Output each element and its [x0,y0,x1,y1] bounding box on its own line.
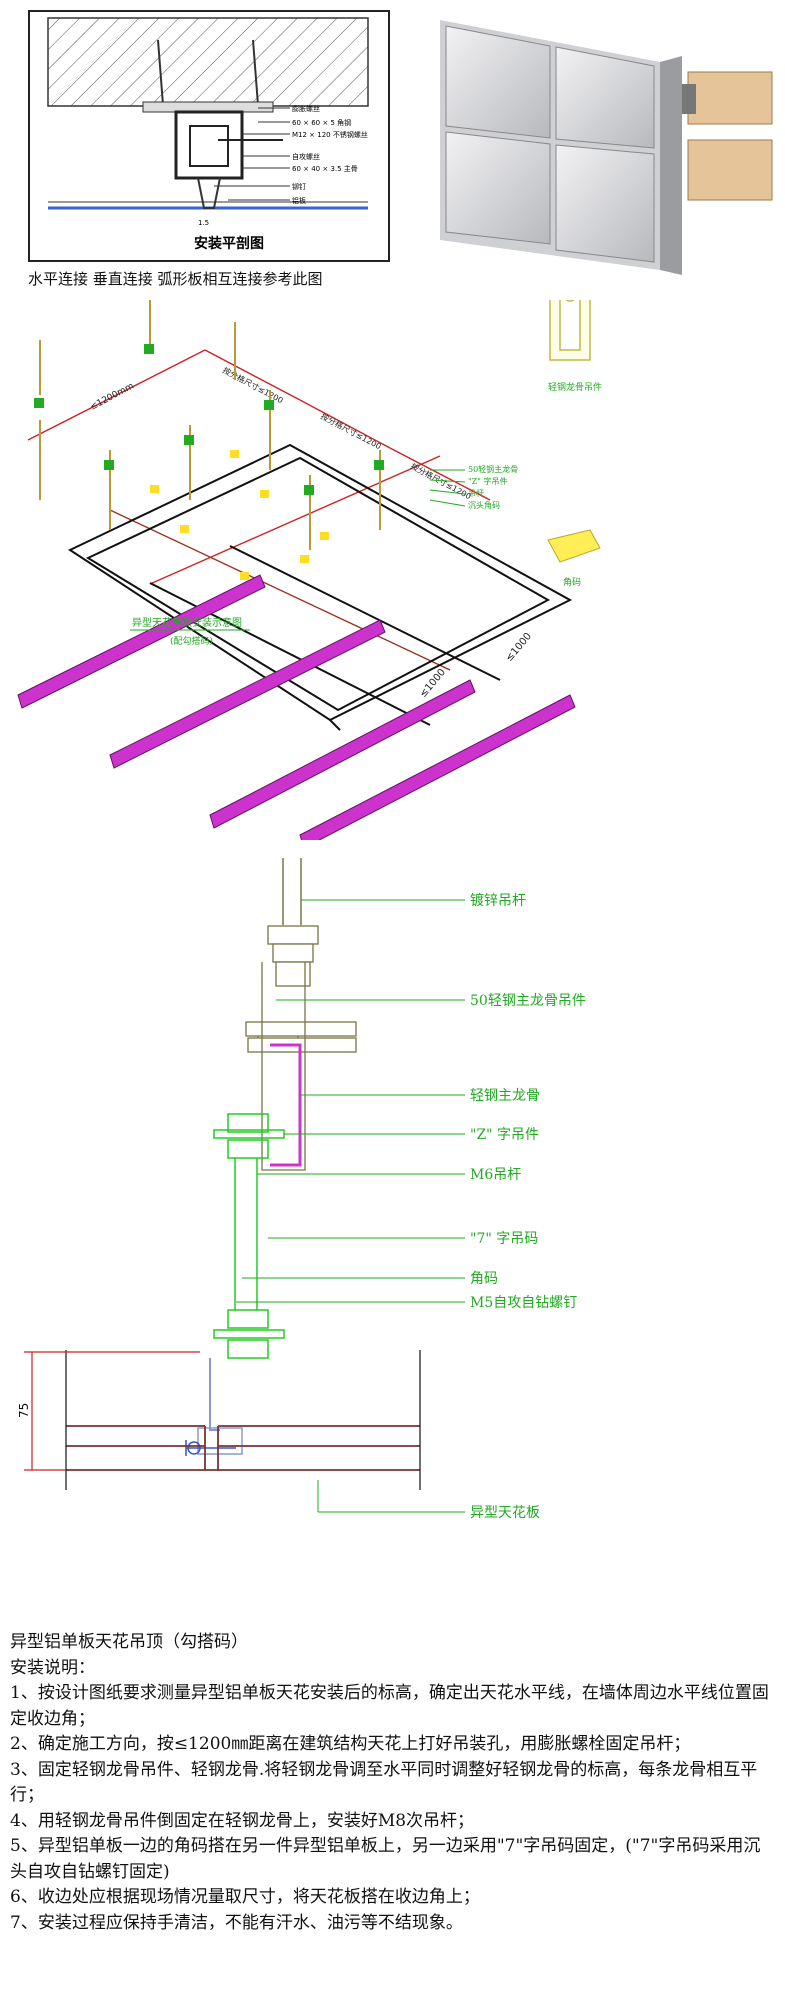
detail-svg: 75 镀锌吊杆 50轻钢主龙骨吊件 轻钢主龙骨 "Z" 字吊件 M6吊杆 "7"… [17,858,586,1521]
detail-screw [185,1440,236,1456]
iso-clips [34,344,384,580]
section-plan-svg: 膨胀螺丝 60 × 60 × 5 角钢 M12 × 120 不锈钢螺丝 自攻螺丝… [28,10,390,262]
detail-ceiling-panels [66,1425,420,1471]
detail-leaders [236,899,465,1513]
iso-dim-3: 按分格尺寸≤1200 [319,411,383,451]
iso-subtitle: (配勾搭码) [170,635,213,647]
detail-dimension [24,1351,200,1471]
instructions-block: 异型铝单板天花吊顶（勾搭码） 安装说明： 1、按设计图纸要求测量异型铝单板天花安… [10,1630,775,1936]
instruction-step-3: 3、固定轻钢龙骨吊件、轻钢龙骨.将轻钢龙骨调至水平同时调整好轻钢龙骨的标高，每条… [10,1759,758,1806]
plan-label-3: M12 × 120 不锈钢螺丝 [292,130,368,139]
plan-dim: 1.5 [198,219,209,227]
iso-dimension-lines [27,349,491,671]
iso-callout-3: 吊杆 [468,488,484,498]
iso-ceiling-panels [67,443,573,731]
isometric-ceiling-drawing: ≤1200mm 按分格尺寸≤1200 按分格尺寸≤1200 按分格尺寸≤1200… [0,239,785,849]
detail-main-hanger [245,925,357,1171]
instruction-step-2: 2、确定施工方向，按≤1200㎜距离在建筑结构天花上打好吊装孔，用膨胀螺栓固定吊… [10,1734,691,1754]
iso-dim-2: 按分格尺寸≤1200 [221,365,285,405]
plan-title: 安装平剖图 [194,235,264,252]
detail-label-corner-code: 角码 [470,1271,498,1287]
iso-main-runners [17,574,576,849]
legend-hanger-drawing [549,239,591,361]
panel-render-image [420,0,780,285]
iso-callout-4: 沉头角码 [468,500,500,510]
detail-wall-lines [65,1350,421,1490]
section-plan-drawing: 膨胀螺丝 60 × 60 × 5 角钢 M12 × 120 不锈钢螺丝 自攻螺丝… [28,10,390,262]
detail-corner-code [197,1427,243,1455]
detail-label-m6-rod: M6吊杆 [470,1167,521,1183]
iso-svg: ≤1200mm 按分格尺寸≤1200 按分格尺寸≤1200 按分格尺寸≤1200… [17,239,602,849]
instruction-step-5: 5、异型铝单板一边的角码搭在另一件异型铝单板上，另一边采用"7"字吊码固定，("… [10,1836,761,1882]
plan-label-7: 铝板 [292,196,306,205]
plan-label-4: 自攻螺丝 [292,152,320,161]
detail-dim-75: 75 [17,1403,31,1418]
iso-callout-leaders [429,469,466,507]
plan-label-2: 60 × 60 × 5 角钢 [292,118,351,127]
detail-label-galvanized-rod: 镀锌吊杆 [470,892,526,909]
detail-7-hanger [209,1358,220,1431]
instruction-step-6: 6、收边处应根据现场情况量取尺寸，将天花板搭在收边角上； [10,1887,480,1907]
detail-label-7-hanger: "7" 字吊码 [470,1231,538,1247]
iso-dim-1: ≤1200mm [89,381,136,412]
detail-label-main-runner: 轻钢主龙骨 [470,1088,540,1104]
detail-main-runner [270,1043,302,1167]
detail-z-hanger [213,1113,285,1359]
instructions-heading: 异型铝单板天花吊顶（勾搭码） [10,1632,248,1652]
detail-section-drawing: 75 镀锌吊杆 50轻钢主龙骨吊件 轻钢主龙骨 "Z" 字吊件 M6吊杆 "7"… [0,840,785,1600]
detail-galvanized-rod [282,858,302,925]
iso-callout-1: 50轻钢主龙骨 [468,464,518,474]
legend-corner-label: 角码 [563,576,581,588]
instruction-step-4: 4、用轻钢龙骨吊件倒固定在轻钢龙骨上，安装好M8次吊杆； [10,1810,475,1831]
iso-title: 异型天花吊顶安装示意图 [132,616,242,629]
instruction-step-1: 1、按设计图纸要求测量异型铝单板天花安装后的标高，确定出天花水平线，在墙体周边水… [10,1683,769,1729]
top-caption: 水平连接 垂直连接 弧形板相互连接参考此图 [28,270,323,288]
detail-label-z-hanger: "Z" 字吊件 [470,1127,539,1143]
detail-label-main-hanger: 50轻钢主龙骨吊件 [470,993,586,1009]
detail-label-screw: M5自攻自钻螺钉 [470,1295,577,1311]
legend-hanger-label: 轻钢龙骨吊件 [548,381,602,393]
detail-label-ceiling-panel: 异型天花板 [470,1505,540,1521]
iso-dim-6: ≤1000 [504,631,534,664]
plan-label-5: 60 × 40 × 3.5 主骨 [292,164,358,173]
panel-render-svg [440,20,773,275]
plan-label-6: 铆钉 [292,182,306,191]
legend-corner-drawing [547,529,601,563]
iso-callout-2: "Z" 字吊件 [468,476,507,486]
plan-label-1: 膨胀螺丝 [292,104,320,113]
instruction-step-7: 7、安装过程应保持手清洁，不能有汗水、油污等不结现象。 [10,1912,463,1933]
instructions-subheading: 安装说明： [10,1657,95,1678]
